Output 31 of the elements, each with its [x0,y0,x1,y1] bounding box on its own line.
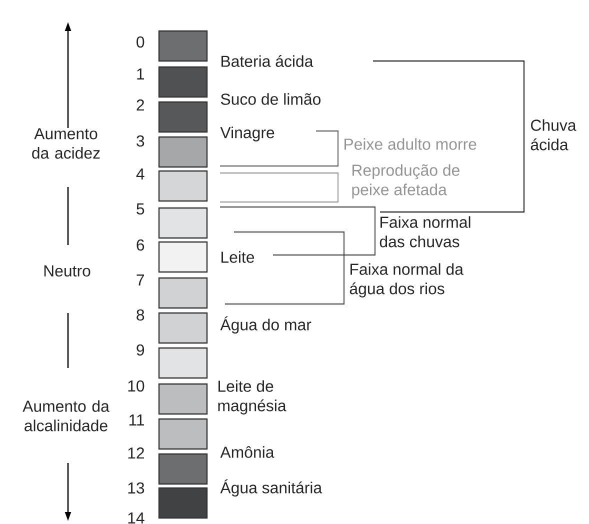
scale-number: 12 [128,447,144,459]
scale-number: 14 [128,512,144,524]
substance-label: Água do mar [220,316,312,334]
substance-label: Amônia [220,446,274,458]
trend-label: Neutro [44,265,90,277]
trend-label: Aumento da alcalinidade [22,400,110,432]
scale-number: 7 [136,274,144,286]
substance-label: Leite de magnésia [218,380,286,414]
effect-label: Peixe adulto morre [344,138,476,150]
range-label: Chuva ácida [530,119,576,150]
scale-number: 13 [128,482,144,494]
scale-number: 6 [136,239,144,251]
scale-number: 2 [136,99,144,111]
range-label: Faixa normal da água dos rios [350,263,464,298]
scale-number: 9 [136,344,144,356]
substance-label: Leite [222,251,254,263]
effect-label: Reprodução de peixe afetada [352,164,460,198]
substance-label: Bateria ácida [222,55,314,67]
range-label: Faixa normal das chuvas [380,216,470,248]
scale-number: 0 [136,36,144,48]
substance-label: Vinagre [220,126,274,142]
scale-number: 4 [136,168,144,180]
scale-number: 11 [129,414,144,426]
substance-label: Água sanitária [220,479,322,497]
scale-number: 3 [136,135,144,147]
substance-label: Suco de limão [220,93,320,105]
scale-number: 5 [136,203,144,215]
trend-label: Aumento da acidez [32,128,100,159]
scale-number: 8 [136,309,144,321]
scale-number: 10 [128,380,144,392]
scale-number: 1 [137,68,144,80]
